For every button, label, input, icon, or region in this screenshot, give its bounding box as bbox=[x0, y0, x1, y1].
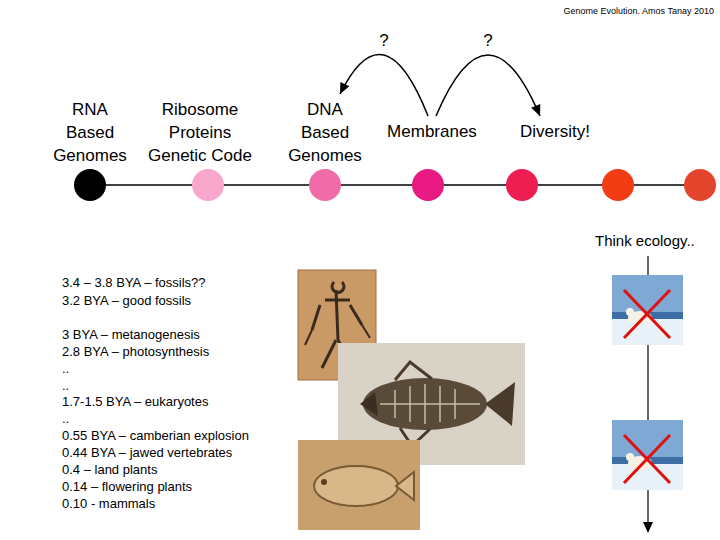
arrow-head bbox=[643, 522, 653, 533]
timeline-dot bbox=[684, 169, 716, 201]
timeline-dot bbox=[412, 169, 444, 201]
timeline-dot bbox=[411, 168, 445, 202]
polar-bear-photo bbox=[612, 275, 683, 345]
polar-bear-photo bbox=[612, 420, 683, 490]
timeline-note: 0.4 – land plants bbox=[62, 462, 157, 478]
stage-label: Membranes bbox=[377, 120, 487, 143]
timeline-note: .. bbox=[62, 411, 69, 427]
timeline-note: .. bbox=[62, 361, 69, 377]
curved-arrow bbox=[436, 55, 540, 116]
timeline-dot bbox=[309, 169, 341, 201]
timeline-dot bbox=[506, 169, 538, 201]
timeline-note: 3 BYA – metanogenesis bbox=[62, 327, 200, 343]
stage-label: Diversity! bbox=[505, 120, 605, 143]
stage-label: Ribosome Proteins Genetic Code bbox=[140, 98, 260, 167]
arrow-head bbox=[340, 82, 349, 94]
timeline-note: 3.4 – 3.8 BYA – fossils?? bbox=[62, 275, 206, 291]
timeline-dot bbox=[602, 169, 634, 201]
stage-label: RNA Based Genomes bbox=[51, 98, 129, 167]
fossil-coelacanth bbox=[298, 440, 420, 530]
arrow-head bbox=[531, 104, 540, 116]
curved-arrow bbox=[340, 54, 428, 116]
timeline-note: 0.10 - mammals bbox=[62, 496, 155, 512]
timeline-note: 3.2 BYA – good fossils bbox=[62, 293, 191, 309]
timeline-note: .. bbox=[62, 378, 69, 394]
timeline-dot bbox=[308, 168, 342, 202]
timeline-dot bbox=[74, 169, 106, 201]
timeline-stage: DNA Based Genomes bbox=[286, 98, 364, 167]
timeline-dot bbox=[191, 168, 225, 202]
header-note: Genome Evolution. Amos Tanay 2010 bbox=[564, 6, 714, 17]
timeline-note: 0.14 – flowering plants bbox=[62, 479, 192, 495]
timeline-stage: Membranes bbox=[377, 120, 487, 143]
timeline-note: 2.8 BYA – photosynthesis bbox=[62, 344, 209, 360]
curved-arrow bbox=[436, 55, 540, 116]
timeline-dot bbox=[73, 168, 107, 202]
timeline-stage: Ribosome Proteins Genetic Code bbox=[140, 98, 260, 167]
timeline-dot bbox=[192, 169, 224, 201]
edge-label: ? bbox=[481, 31, 494, 51]
timeline-stage: RNA Based Genomes bbox=[51, 98, 129, 167]
timeline-note: 0.55 BYA – camberian explosion bbox=[62, 428, 249, 444]
stage-label: DNA Based Genomes bbox=[286, 98, 364, 167]
timeline-dot bbox=[505, 168, 539, 202]
timeline-stage: Diversity! bbox=[505, 120, 605, 143]
edge-label: ? bbox=[377, 31, 390, 51]
panel-heading: Think ecology.. bbox=[595, 232, 695, 250]
timeline-note: 1.7-1.5 BYA – eukaryotes bbox=[62, 394, 208, 410]
curved-arrow bbox=[340, 54, 428, 116]
timeline-note: 0.44 BYA – jawed vertebrates bbox=[62, 445, 232, 461]
